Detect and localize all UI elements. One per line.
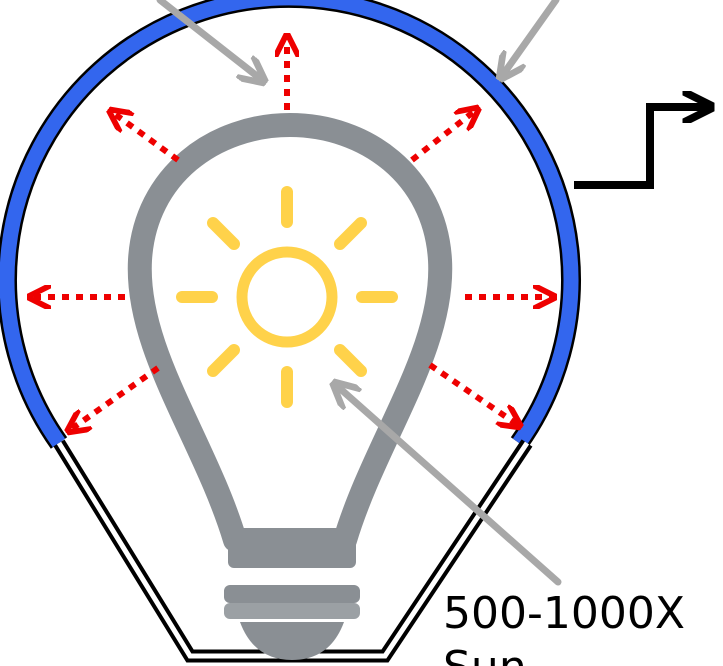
bulb-base-band-3 xyxy=(224,603,360,619)
bulb-base-band-2 xyxy=(224,585,360,603)
pointer-arrow-top-right xyxy=(502,0,560,76)
ray-down-right xyxy=(428,362,518,425)
ray-up-left xyxy=(112,112,180,163)
pointer-arrow-top-left xyxy=(156,0,262,80)
ray-up-right xyxy=(410,110,476,163)
bulb-base-band-1 xyxy=(228,538,356,568)
concentration-label: 500-1000X xyxy=(443,588,685,639)
concentration-unit-label: Sun xyxy=(443,642,527,666)
sun-icon xyxy=(176,186,398,408)
ray-down-left xyxy=(70,365,160,430)
bulb-tip xyxy=(240,622,344,660)
light-bulb-icon xyxy=(127,113,453,660)
pointer-arrows xyxy=(156,0,562,586)
radiation-arrows xyxy=(32,38,552,430)
pointer-arrow-label xyxy=(336,385,562,586)
step-arrow-icon xyxy=(574,107,708,189)
reflector-dome xyxy=(0,0,581,449)
